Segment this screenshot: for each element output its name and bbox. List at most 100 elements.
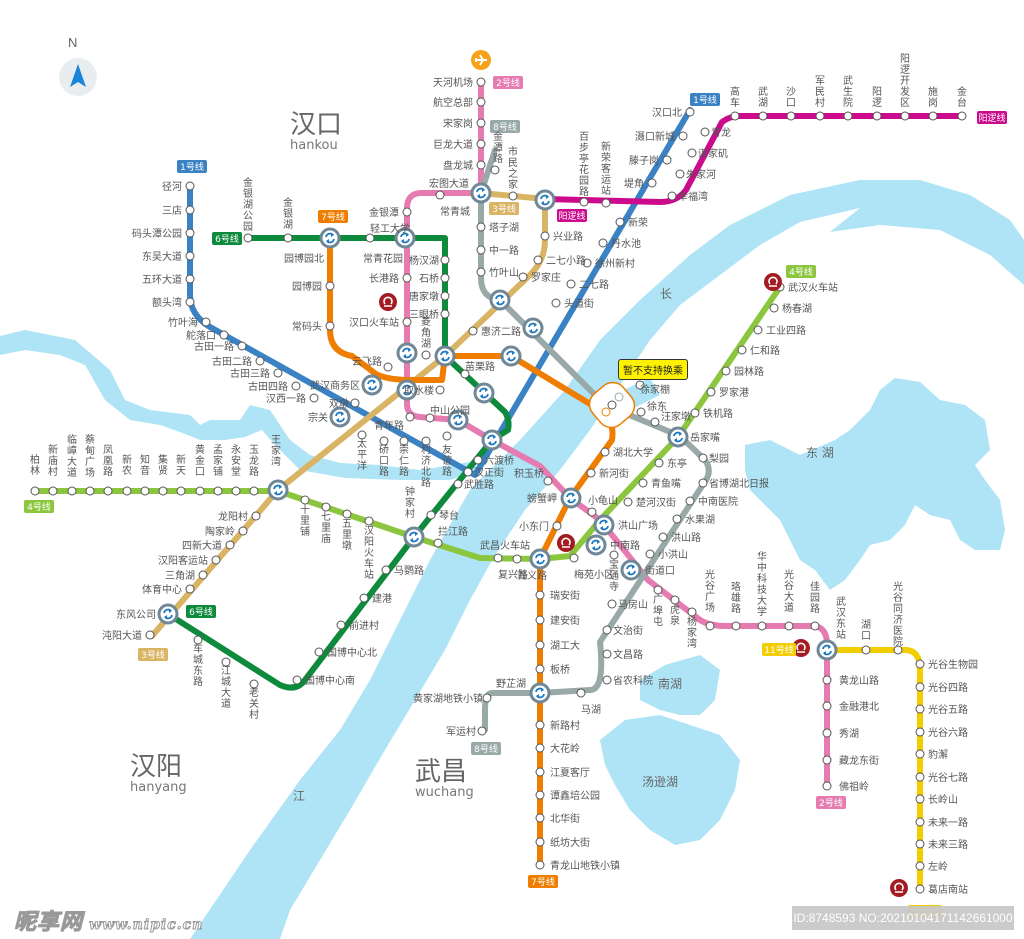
station-dot[interactable] [915, 772, 925, 782]
station-dot[interactable] [730, 111, 740, 121]
station-dot[interactable] [435, 385, 445, 395]
station-dot[interactable] [283, 233, 293, 243]
station-dot[interactable] [587, 507, 597, 517]
station-dot[interactable] [636, 407, 646, 417]
station-dot[interactable] [843, 111, 853, 121]
line-badge-8[interactable]: 8号线 [471, 742, 501, 755]
station-dot[interactable] [623, 497, 633, 507]
station-dot[interactable] [300, 495, 310, 505]
station-dot[interactable] [425, 413, 435, 423]
station-dot[interactable] [535, 664, 545, 674]
station-dot[interactable] [364, 516, 374, 526]
station-dot[interactable] [900, 111, 910, 121]
interchange-station-icon[interactable] [489, 289, 511, 311]
station-dot[interactable] [145, 630, 155, 640]
station-dot[interactable] [473, 455, 483, 465]
station-dot[interactable] [731, 621, 741, 631]
station-dot[interactable] [721, 366, 731, 376]
line-badge-8[interactable]: 8号线 [490, 120, 520, 133]
station-dot[interactable] [490, 165, 500, 175]
station-dot[interactable] [579, 197, 589, 207]
station-dot[interactable] [687, 607, 697, 617]
station-dot[interactable] [698, 453, 708, 463]
station-dot[interactable] [872, 111, 882, 121]
station-dot[interactable] [700, 127, 710, 137]
station-dot[interactable] [476, 245, 486, 255]
line-badge-11[interactable]: 11号线 [762, 643, 796, 656]
station-dot[interactable] [893, 645, 903, 655]
station-dot[interactable] [365, 233, 375, 243]
station-dot[interactable] [602, 675, 612, 685]
station-dot[interactable] [601, 198, 611, 208]
station-dot[interactable] [915, 659, 925, 669]
station-dot[interactable] [569, 553, 579, 563]
station-dot[interactable] [379, 436, 389, 446]
station-dot[interactable] [645, 549, 655, 559]
station-dot[interactable] [440, 309, 450, 319]
station-dot[interactable] [822, 675, 832, 685]
station-dot[interactable] [915, 727, 925, 737]
station-dot[interactable] [476, 97, 486, 107]
station-dot[interactable] [221, 657, 231, 667]
station-dot[interactable] [672, 514, 682, 524]
station-dot[interactable] [440, 273, 450, 283]
station-dot[interactable] [706, 387, 716, 397]
station-dot[interactable] [433, 538, 443, 548]
interchange-station-icon[interactable] [529, 548, 551, 570]
station-dot[interactable] [238, 526, 248, 536]
station-dot[interactable] [535, 615, 545, 625]
station-dot[interactable] [512, 554, 522, 564]
station-dot[interactable] [211, 555, 221, 565]
station-dot[interactable] [667, 191, 677, 201]
interchange-station-icon[interactable] [620, 559, 642, 581]
station-dot[interactable] [647, 178, 657, 188]
line-badge-yangluo[interactable]: 阳逻线 [557, 209, 587, 222]
station-dot[interactable] [185, 297, 195, 307]
station-dot[interactable] [185, 251, 195, 261]
station-dot[interactable] [249, 679, 259, 689]
station-dot[interactable] [662, 155, 672, 165]
station-dot[interactable] [737, 345, 747, 355]
station-dot[interactable] [675, 169, 685, 179]
station-dot[interactable] [757, 621, 767, 631]
interchange-station-icon[interactable] [447, 409, 469, 431]
station-dot[interactable] [342, 509, 352, 519]
line-badge-4[interactable]: 4号线 [24, 500, 54, 513]
metro-line-11[interactable] [824, 647, 923, 891]
station-dot[interactable] [508, 191, 518, 201]
station-dot[interactable] [822, 755, 832, 765]
interchange-station-icon[interactable] [522, 317, 544, 339]
station-dot[interactable] [685, 496, 695, 506]
station-dot[interactable] [540, 231, 550, 241]
station-dot[interactable] [653, 585, 663, 595]
station-dot[interactable] [582, 258, 592, 268]
station-dot[interactable] [476, 160, 486, 170]
station-dot[interactable] [476, 139, 486, 149]
station-dot[interactable] [915, 884, 925, 894]
station-dot[interactable] [402, 207, 412, 217]
interchange-station-icon[interactable] [403, 526, 425, 548]
station-dot[interactable] [535, 720, 545, 730]
station-dot[interactable] [786, 111, 796, 121]
interchange-station-icon[interactable] [560, 487, 582, 509]
station-dot[interactable] [615, 217, 625, 227]
station-dot[interactable] [482, 693, 492, 703]
line-badge-6[interactable]: 6号线 [186, 605, 216, 618]
station-dot[interactable] [383, 362, 393, 372]
line-badge-7[interactable]: 7号线 [318, 210, 348, 223]
metro-line-6[interactable] [165, 235, 512, 691]
interchange-station-icon[interactable] [473, 382, 495, 404]
station-dot[interactable] [225, 540, 235, 550]
station-dot[interactable] [85, 486, 95, 496]
station-dot[interactable] [670, 595, 680, 605]
station-dot[interactable] [685, 107, 695, 117]
station-dot[interactable] [915, 861, 925, 871]
station-dot[interactable] [476, 77, 486, 87]
station-dot[interactable] [533, 255, 543, 265]
station-dot[interactable] [237, 341, 247, 351]
station-dot[interactable] [609, 550, 619, 560]
line-badge-yangluo[interactable]: 阳逻线 [977, 111, 1007, 124]
metro-line-7[interactable] [327, 235, 616, 868]
interchange-station-icon[interactable] [394, 227, 416, 249]
station-dot[interactable] [957, 111, 967, 121]
